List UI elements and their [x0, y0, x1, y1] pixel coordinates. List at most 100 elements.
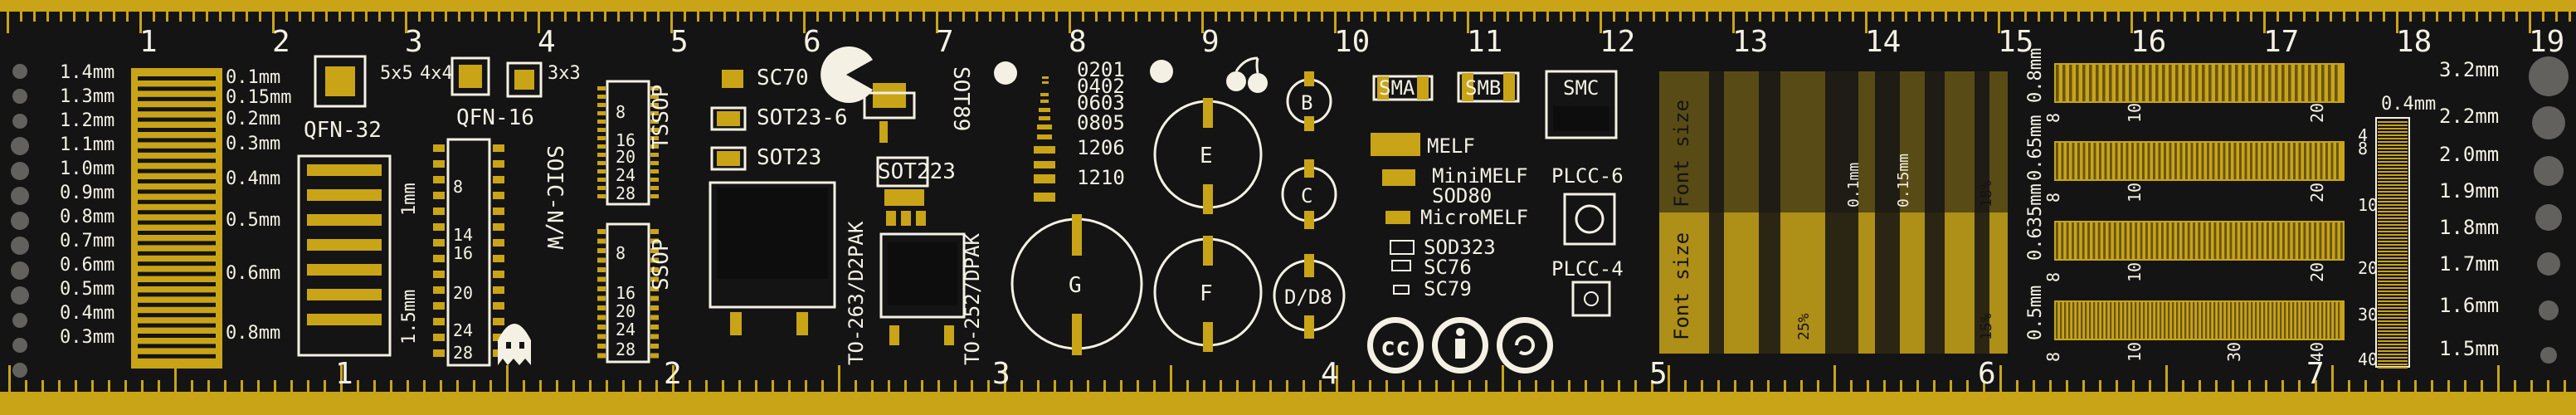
pitch-scale-gap: [2287, 222, 2291, 259]
pitch-scale-gap: [2106, 302, 2108, 339]
top-tick: [352, 12, 354, 22]
pitch-scale-number: 20: [2307, 183, 2327, 203]
top-tick: [2423, 12, 2425, 22]
right-scale-label: 3.2mm: [2439, 58, 2499, 81]
pitch-scale-gap: [2109, 65, 2112, 101]
ssop-pad: [650, 353, 659, 359]
top-tick: [1467, 12, 1469, 33]
top-tick: [816, 12, 819, 22]
bottom-tick: [1966, 380, 1969, 392]
top-ruler-label: 14: [1865, 25, 1901, 59]
right-scale-line: [2378, 158, 2408, 159]
pitch-scale-gap: [2118, 302, 2121, 339]
ssop-pad: [650, 295, 659, 301]
bottom-tick: [1070, 380, 1073, 392]
pitch-scale-gap: [2072, 222, 2074, 259]
track-gap: [138, 128, 216, 132]
cap-d-label: D/D8: [1284, 286, 1332, 309]
top-tick: [976, 12, 978, 22]
right-scale-label: 1.5mm: [2439, 337, 2499, 360]
hole: [2529, 56, 2569, 96]
track-gap: [138, 117, 216, 122]
pitch-scale-gap: [2180, 302, 2183, 339]
soic-pad: [493, 239, 504, 247]
bottom-tick: [1253, 380, 1255, 392]
top-tick: [524, 12, 527, 22]
top-tick: [2330, 12, 2332, 22]
right-pitch-label: 0.4mm: [2381, 94, 2436, 115]
pitch-scale-gap: [2301, 65, 2305, 101]
top-tick: [206, 12, 208, 22]
hole: [2540, 347, 2557, 364]
top-tick: [179, 12, 182, 22]
bottom-ruler-label: 5: [1649, 357, 1668, 391]
tssop-pad: [597, 186, 606, 190]
plcc4-label: PLCC-4: [1551, 257, 1624, 281]
ssop-pad: [597, 286, 606, 291]
bottom-tick: [489, 380, 492, 392]
top-ruler-label: 19: [2529, 25, 2564, 59]
bottom-ruler-label: 3: [992, 357, 1010, 391]
melf-label: MELF: [1427, 134, 1475, 158]
right-scale-line: [2378, 297, 2408, 299]
track-gap: [138, 168, 216, 173]
right-scale-line: [2378, 221, 2408, 222]
chip-pad: [1037, 124, 1052, 129]
bottom-tick: [772, 380, 774, 392]
top-tick: [2130, 12, 2133, 33]
pitch-scale-gap: [2068, 302, 2071, 339]
soic-pad: [433, 144, 445, 152]
bottom-tick: [1601, 380, 1604, 392]
tssop-pad: [650, 144, 659, 149]
pitch-scale-gap: [2189, 65, 2192, 101]
smc-label: SMC: [1563, 76, 1599, 100]
cap-b-label: B: [1301, 91, 1312, 115]
top-tick: [989, 12, 991, 22]
top-tick: [2170, 12, 2173, 22]
right-scale-line: [2378, 151, 2408, 153]
pitch-scale-gap: [2292, 302, 2295, 339]
bottom-tick: [1402, 380, 1405, 392]
bottom-tick: [539, 380, 542, 392]
soic-pad: [493, 208, 504, 215]
track-width-label: 1.1mm: [60, 134, 114, 155]
top-tick: [896, 12, 898, 22]
tssop-pad: [650, 128, 659, 132]
font-pct-15: 15%: [1978, 313, 1995, 340]
pitch-scale-gap: [2124, 222, 2127, 259]
pitch-scale-gap: [2255, 143, 2258, 179]
top-tick: [2117, 12, 2120, 22]
bottom-tick: [2414, 380, 2417, 392]
pitch-scale-gap: [2240, 222, 2243, 259]
soic-pin-count: 16: [453, 243, 473, 263]
top-tick: [259, 12, 261, 22]
bottom-tick: [2497, 365, 2500, 392]
top-tick: [2210, 12, 2213, 22]
pitch-scale-gap: [2308, 65, 2311, 101]
top-tick: [2011, 12, 2014, 22]
right-scale-label: 1.6mm: [2439, 294, 2499, 317]
top-tick: [1095, 12, 1098, 22]
pitch-scale-gap: [2155, 65, 2159, 101]
bottom-tick: [1867, 380, 1869, 392]
pitch-scale-gap: [2072, 143, 2075, 179]
pitch-scale-gap: [2195, 65, 2199, 101]
pitch-scale-gap: [2182, 65, 2185, 101]
top-tick: [1759, 12, 1761, 22]
track-width-label: 1.3mm: [60, 86, 114, 107]
bottom-tick: [1850, 380, 1853, 392]
top-tick: [1015, 12, 1018, 22]
chip-pad: [1034, 161, 1055, 168]
bottom-tick: [904, 380, 907, 392]
top-tick: [777, 12, 779, 22]
top-tick: [1480, 12, 1483, 22]
bottom-tick: [290, 380, 293, 392]
top-tick: [2077, 12, 2080, 22]
bottom-tick: [1170, 365, 1172, 392]
right-scale-line: [2378, 334, 2408, 335]
bottom-tick: [838, 365, 840, 392]
right-scale-line: [2378, 241, 2408, 242]
pitch-scale-gap: [2222, 302, 2224, 339]
tssop-label: TSSOP: [649, 85, 674, 149]
